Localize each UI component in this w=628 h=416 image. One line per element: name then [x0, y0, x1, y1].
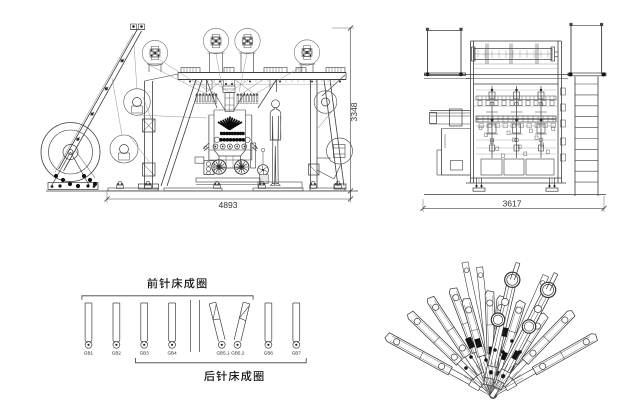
svg-text:GB1: GB1 — [84, 351, 94, 356]
svg-text:3348: 3348 — [349, 102, 359, 121]
svg-text:GB7: GB7 — [292, 351, 302, 356]
svg-text:4893: 4893 — [218, 200, 237, 210]
svg-text:GB4: GB4 — [167, 351, 177, 356]
svg-text:3617: 3617 — [502, 199, 521, 209]
svg-text:GB5.2: GB5.2 — [231, 351, 244, 356]
svg-text:GB3: GB3 — [140, 351, 150, 356]
svg-text:GB5.1: GB5.1 — [216, 351, 229, 356]
svg-text:GB6: GB6 — [264, 351, 274, 356]
svg-text:GB2: GB2 — [112, 351, 122, 356]
